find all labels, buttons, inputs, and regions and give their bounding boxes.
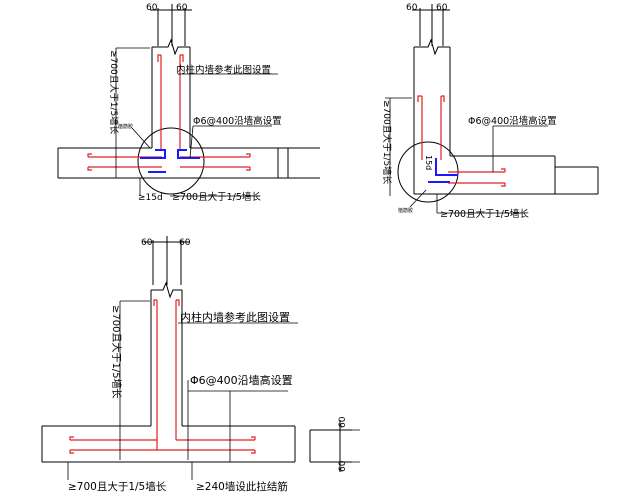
- d3-dim-top-left: 60: [141, 238, 153, 248]
- d3-dim-horizontal: ≥700且大于1/5墙长: [68, 480, 167, 493]
- d3-dim-vertical: ≥700且大于1/5墙长: [110, 305, 123, 399]
- d2-leaders: [385, 97, 548, 214]
- d2-dim-horizontal: ≥700且大于1/5墙长: [440, 208, 529, 220]
- d1-top-dimension: [150, 4, 192, 46]
- d3-vertical-wall: [150, 281, 183, 426]
- d2-vertical-wall: [413, 38, 451, 194]
- d3-dim-right-bottom: 60: [338, 460, 348, 472]
- diagram-1: 60 60: [57, 3, 320, 203]
- d1-anchor-length: ≥15d: [138, 193, 163, 203]
- d2-anchor-bars: [428, 158, 458, 183]
- d2-dim-vertical: ≥700且大于1/5墙长: [381, 100, 393, 184]
- d3-leaders: [67, 300, 360, 480]
- diagram-3: 60 60: [41, 236, 360, 493]
- diagram-2: 60 60: [381, 3, 599, 220]
- d3-dim-top-right: 60: [179, 238, 191, 248]
- d1-rebars: [87, 54, 251, 171]
- d3-horizontal-wall: [41, 420, 352, 472]
- d2-note-rebar: Φ6@400沿墙高设置: [468, 115, 557, 127]
- d2-horizontal-wall: [414, 155, 599, 195]
- d2-anchor-length: 15d: [424, 155, 433, 170]
- d3-rebars: [69, 299, 256, 454]
- d3-note-rebar: Φ6@400沿墙高设置: [190, 373, 293, 387]
- d1-dim-vertical: ≥700且大于1/5墙长: [108, 50, 120, 134]
- d3-note-tie: ≥240墙设此拉结筋: [196, 480, 288, 493]
- d2-rebars: [417, 95, 506, 187]
- d2-dim-top-left: 60: [406, 3, 418, 13]
- d1-note-inner-wall: 内柱内墙参考此图设置: [176, 64, 271, 76]
- d3-top-dimension: [144, 236, 190, 285]
- d3-dim-right-top: 60: [338, 416, 348, 428]
- d2-dim-top-right: 60: [436, 3, 448, 13]
- d3-note-inner-wall: 内柱内墙参考此图设置: [180, 310, 290, 324]
- d1-horizontal-wall: [57, 147, 320, 179]
- d2-top-dimension: [412, 4, 450, 46]
- d1-vertical-wall: [151, 38, 191, 148]
- d1-anchor-bars: [140, 149, 200, 173]
- d1-note-rebar: Φ6@400沿墙高设置: [193, 115, 282, 127]
- d1-small-label: 植筋胶: [118, 123, 133, 130]
- d1-dim-horizontal: ≥700且大于1/5墙长: [172, 191, 261, 203]
- d1-dim-top-right: 60: [176, 3, 188, 13]
- d1-dim-top-left: 60: [146, 3, 158, 13]
- d2-small-label: 植筋胶: [398, 207, 413, 214]
- d1-junction-circle: [137, 127, 205, 195]
- d1-leaders: [115, 47, 278, 197]
